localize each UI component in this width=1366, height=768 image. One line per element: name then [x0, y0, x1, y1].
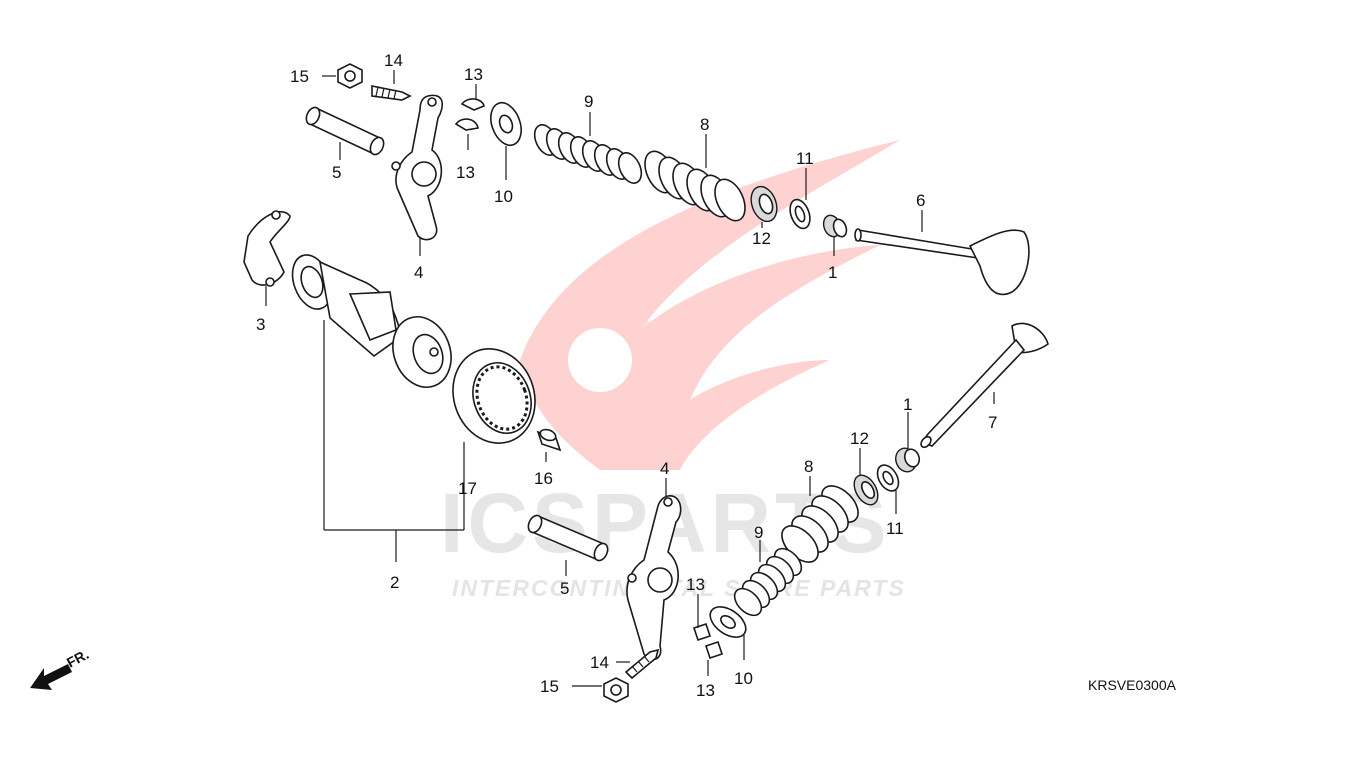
part-6-intake-valve: [854, 228, 1030, 296]
callout-8-lower: 8: [804, 457, 813, 476]
part-9-inner-spring-lower: [733, 547, 803, 617]
callout-13-lower-a: 13: [686, 575, 705, 594]
callout-12-lower: 12: [850, 429, 869, 448]
callout-1-upper: 1: [828, 263, 837, 282]
part-4-rocker-arm-lower: [626, 495, 682, 661]
callout-10-lower: 10: [734, 669, 753, 688]
part-3-cam-plate: [243, 210, 291, 287]
callout-13-lower-b: 13: [696, 681, 715, 700]
part-14-screw-lower: [624, 648, 660, 680]
callout-3: 3: [256, 315, 265, 334]
callout-2: 2: [390, 573, 399, 592]
callout-17: 17: [458, 479, 477, 498]
callout-16: 16: [534, 469, 553, 488]
front-direction-indicator: FR.: [30, 646, 91, 690]
callout-10-upper: 10: [494, 187, 513, 206]
part-17-camshaft-bearing: [452, 348, 536, 444]
part-14-screw-upper: [371, 85, 412, 101]
callout-14-upper: 14: [384, 51, 403, 70]
callouts: 15 14 13 13 5 10 9 8 11 12 1 6 4 3 17 16…: [256, 51, 997, 700]
part-13-cotter-upper-b: [454, 118, 479, 131]
callout-14-lower: 14: [590, 653, 609, 672]
part-1-stem-seal-upper: [822, 214, 848, 238]
callout-4-upper: 4: [414, 263, 423, 282]
part-10-retainer-upper: [490, 101, 522, 147]
part-15-nut-upper: [337, 63, 363, 89]
part-12-spring-seat-upper: [750, 185, 778, 223]
callout-4-lower: 4: [660, 459, 669, 478]
part-5-rocker-shaft-lower: [527, 514, 609, 562]
part-1-stem-seal-lower: [895, 447, 921, 473]
callout-9-upper: 9: [584, 92, 593, 111]
part-11-washer-lower: [876, 464, 900, 492]
callout-5-upper: 5: [332, 163, 341, 182]
part-11-washer-upper: [789, 198, 811, 230]
front-arrow-icon: [30, 664, 72, 690]
part-8-outer-spring-upper: [644, 150, 746, 222]
leader-lines: [265, 70, 995, 687]
part-4-rocker-arm-upper: [391, 94, 444, 241]
part-9-inner-spring-upper: [533, 124, 643, 184]
callout-12-upper: 12: [752, 229, 771, 248]
callout-13-upper-b: 13: [456, 163, 475, 182]
callout-13-upper-a: 13: [464, 65, 483, 84]
callout-15-upper: 15: [290, 67, 309, 86]
callout-9-lower: 9: [754, 523, 763, 542]
part-2-camshaft: [291, 254, 452, 388]
part-5-rocker-shaft-upper: [305, 106, 385, 156]
part-13-cotter-upper-a: [460, 98, 485, 111]
callout-6: 6: [916, 191, 925, 210]
part-7-exhaust-valve: [920, 322, 1049, 449]
callout-11-upper: 11: [796, 149, 814, 168]
callout-7: 7: [988, 413, 997, 432]
callout-5-lower: 5: [560, 579, 569, 598]
part-15-nut-lower: [603, 677, 629, 703]
watermark-tagline: INTERCONTINENTAL SPARE PARTS: [452, 575, 906, 601]
part-16-dowel-pin: [536, 428, 562, 452]
callout-1-lower: 1: [903, 395, 912, 414]
part-10-retainer-lower: [709, 606, 747, 638]
part-13-cotter-lower-a: [692, 622, 712, 642]
watermark-logo: [520, 140, 900, 470]
callout-8-upper: 8: [700, 115, 709, 134]
diagram-code: KRSVE0300A: [1088, 677, 1177, 693]
part-12-spring-seat-lower: [853, 474, 879, 506]
callout-11-lower: 11: [886, 519, 904, 538]
callout-15-lower: 15: [540, 677, 559, 696]
part-13-cotter-lower-b: [704, 640, 724, 660]
